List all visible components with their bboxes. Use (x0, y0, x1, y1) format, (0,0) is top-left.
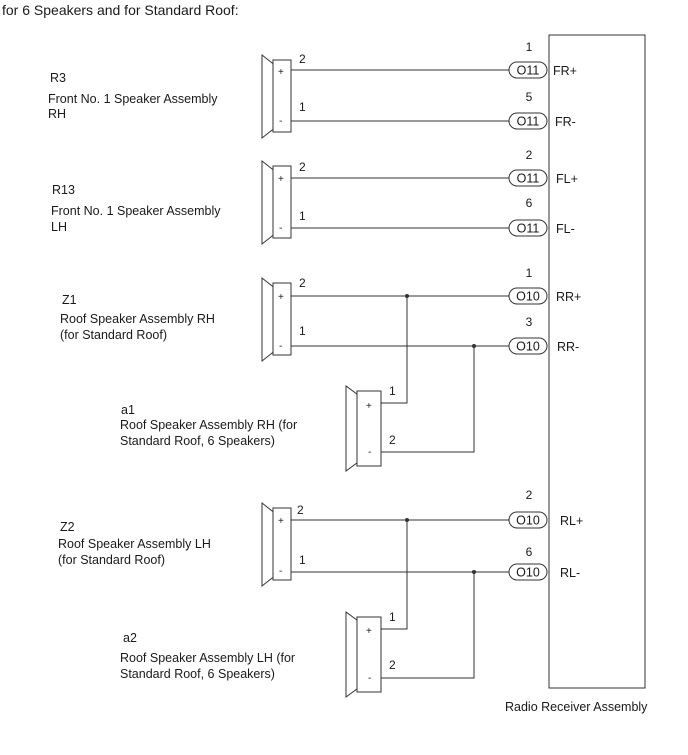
speaker-a1-plus: + (366, 401, 372, 412)
speaker-a2-code: a2 (123, 631, 137, 645)
speaker-a2-name-1: Roof Speaker Assembly LH (for (120, 651, 295, 665)
receiver-pin-7: 6 (526, 545, 533, 559)
terminal-name-0: FR+ (553, 64, 577, 78)
speaker-r13-code: R13 (52, 183, 75, 197)
speaker-r13-minus: - (279, 223, 282, 234)
radio-receiver-label: Radio Receiver Assembly (505, 700, 648, 714)
speaker-a1-minus: - (368, 447, 371, 458)
speaker-z1-plus: + (278, 292, 284, 303)
speaker-z1-name-1: Roof Speaker Assembly RH (60, 312, 215, 326)
connector-code-2: O11 (517, 172, 540, 186)
speaker-z2-name-2: (for Standard Roof) (58, 553, 165, 567)
speaker-a2: + - a2 Roof Speaker Assembly LH (for Sta… (120, 610, 396, 698)
terminal-name-5: RR- (557, 340, 579, 354)
connector-code-4: O10 (516, 290, 540, 304)
speaker-a2-plus: + (366, 626, 372, 637)
speaker-r13-pin-plus: 2 (299, 160, 306, 174)
speaker-r3-name-1: Front No. 1 Speaker Assembly (48, 92, 218, 106)
diagram-heading: for 6 Speakers and for Standard Roof: (2, 2, 239, 18)
connector-code-5: O10 (516, 340, 540, 354)
junction-rl-plus (405, 518, 409, 522)
receiver-pin-2: 2 (526, 148, 533, 162)
receiver-pin-6: 2 (526, 488, 533, 502)
terminal-name-1: FR- (555, 115, 576, 129)
receiver-terminals: O111FR+O115FR-O112FL+O116FL-O101RR+O103R… (508, 40, 583, 581)
terminal-name-6: RL+ (560, 514, 583, 528)
connector-code-7: O10 (516, 566, 540, 580)
speaker-z1-code: Z1 (62, 293, 77, 307)
terminal-name-2: FL+ (556, 172, 578, 186)
junction-rl-minus (472, 570, 476, 574)
receiver-pin-5: 3 (526, 315, 533, 329)
connector-lozenge-0 (508, 61, 548, 79)
speaker-z1: + - Z1 Roof Speaker Assembly RH (for Sta… (60, 276, 306, 363)
radio-receiver-box (548, 34, 646, 689)
speaker-z2: + - Z2 Roof Speaker Assembly LH (for Sta… (58, 501, 306, 588)
speaker-z1-pin-minus: 1 (299, 324, 306, 338)
connector-lozenge-3 (508, 219, 548, 237)
speaker-r3-name-2: RH (48, 107, 66, 121)
speaker-a2-name-2: Standard Roof, 6 Speakers) (120, 667, 275, 681)
speaker-z2-code: Z2 (60, 520, 75, 534)
speaker-r13-name-2: LH (51, 220, 67, 234)
speaker-a1-pin-plus: 1 (389, 384, 396, 398)
speaker-a1-name-2: Standard Roof, 6 Speakers) (120, 434, 275, 448)
speaker-a1-name-1: Roof Speaker Assembly RH (for (120, 418, 297, 432)
wire-rr-minus-branch (381, 346, 475, 453)
connector-lozenge-7 (508, 563, 548, 581)
speaker-r3-minus: - (279, 116, 282, 127)
terminal-name-7: RL- (560, 566, 580, 580)
speaker-r3-pin-minus: 1 (299, 100, 306, 114)
speaker-a2-pin-minus: 2 (389, 658, 396, 672)
speaker-r3-plus: + (278, 67, 284, 78)
wire-rl-plus-branch (381, 520, 408, 630)
junction-rr-minus (472, 344, 476, 348)
connector-code-6: O10 (516, 514, 540, 528)
junction-rr-plus (405, 294, 409, 298)
speaker-z2-pin-plus: 2 (297, 503, 304, 517)
terminal-name-4: RR+ (556, 290, 581, 304)
speaker-r3-code: R3 (50, 71, 66, 85)
connector-lozenge-5 (508, 337, 548, 355)
speaker-z1-minus: - (279, 341, 282, 352)
speaker-z2-pin-minus: 1 (299, 553, 306, 567)
connector-lozenge-1 (508, 112, 548, 130)
connector-code-0: O11 (517, 64, 540, 78)
receiver-pin-4: 1 (526, 266, 533, 280)
speaker-a2-minus: - (368, 673, 371, 684)
terminal-name-3: FL- (556, 222, 575, 236)
speaker-r3: + - R3 Front No. 1 Speaker Assembly RH 2… (48, 52, 306, 140)
speaker-a1-pin-minus: 2 (389, 433, 396, 447)
receiver-pin-1: 5 (526, 90, 533, 104)
receiver-pin-0: 1 (526, 40, 533, 54)
connector-code-1: O11 (517, 115, 540, 129)
speaker-r13-plus: + (278, 174, 284, 185)
speaker-r3-pin-plus: 2 (299, 52, 306, 66)
speaker-a2-pin-plus: 1 (389, 610, 396, 624)
connector-code-3: O11 (517, 222, 540, 236)
connector-lozenge-2 (508, 169, 548, 187)
speaker-z2-minus: - (279, 566, 282, 577)
speaker-z1-pin-plus: 2 (299, 276, 306, 290)
speaker-a1: + - a1 Roof Speaker Assembly RH (for Sta… (120, 384, 396, 472)
speaker-z1-name-2: (for Standard Roof) (60, 328, 167, 342)
receiver-pin-3: 6 (526, 196, 533, 210)
speaker-a1-code: a1 (121, 403, 135, 417)
speaker-r13-name-1: Front No. 1 Speaker Assembly (51, 204, 221, 218)
wire-rr-plus-branch (381, 296, 408, 404)
connector-lozenge-6 (508, 511, 548, 529)
speaker-z2-plus: + (278, 516, 284, 527)
connector-lozenge-4 (508, 287, 548, 305)
wiring (291, 69, 509, 679)
speaker-z2-name-1: Roof Speaker Assembly LH (58, 537, 211, 551)
speaker-r13: + - R13 Front No. 1 Speaker Assembly LH … (51, 159, 306, 246)
speaker-r13-pin-minus: 1 (299, 209, 306, 223)
wire-rl-minus-branch (381, 572, 475, 679)
